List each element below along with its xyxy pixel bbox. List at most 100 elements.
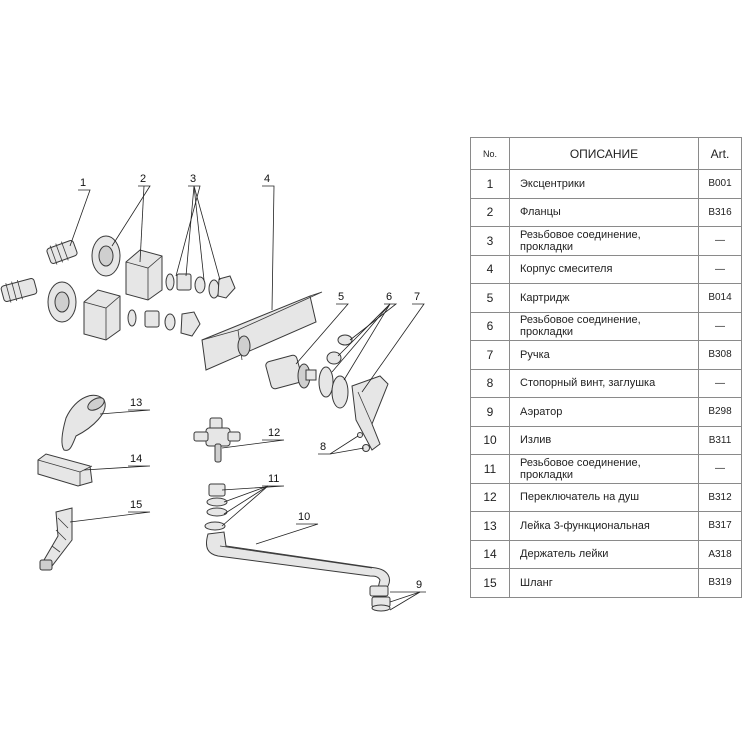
row-description: Ручка: [509, 340, 699, 370]
callout-12: 12: [268, 427, 280, 439]
row-number: 2: [470, 197, 510, 227]
row-article: —: [698, 226, 742, 256]
callout-3: 3: [190, 173, 196, 185]
row-description: Резьбовое соединение, прокладки: [509, 311, 699, 341]
row-article: B308: [698, 340, 742, 370]
callout-7: 7: [414, 291, 420, 303]
table-header-row: No. ОПИСАНИЕ Art.: [470, 137, 742, 170]
row-number: 12: [470, 482, 510, 512]
header-no: No.: [470, 137, 510, 170]
row-article: —: [698, 254, 742, 284]
row-article: B317: [698, 511, 742, 541]
row-description: Фланцы: [509, 197, 699, 227]
row-article: —: [698, 311, 742, 341]
part-shower-holder: [37, 453, 93, 487]
row-number: 4: [470, 254, 510, 284]
row-description: Резьбовое соединение, прокладки: [509, 454, 699, 484]
row-number: 15: [470, 568, 510, 598]
callout-15: 15: [130, 499, 142, 511]
part-screw: [357, 432, 370, 452]
row-number: 11: [470, 454, 510, 484]
row-description: Стопорный винт, заглушка: [509, 368, 699, 398]
row-number: 13: [470, 511, 510, 541]
row-description: Эксцентрики: [509, 169, 699, 199]
part-cartridge-nut: [318, 334, 353, 409]
row-article: B014: [698, 283, 742, 313]
row-number: 9: [470, 397, 510, 427]
part-eccentric: [0, 240, 78, 303]
row-article: B298: [698, 397, 742, 427]
row-description: Шланг: [509, 568, 699, 598]
row-number: 1: [470, 169, 510, 199]
callout-labels: 1 2 3 4 5 6 7 8 9 10 11 12 13 14 15: [80, 173, 422, 591]
part-mixer-body: [201, 291, 323, 371]
part-shower-head: [61, 395, 106, 451]
row-article: B319: [698, 568, 742, 598]
row-description: Аэратор: [509, 397, 699, 427]
callout-14: 14: [130, 453, 142, 465]
header-art: Art.: [698, 137, 742, 170]
callout-4: 4: [264, 173, 270, 185]
part-aerator: [369, 585, 391, 612]
part-square-cover: [83, 249, 163, 341]
row-description: Резьбовое соединение, прокладки: [509, 226, 699, 256]
header-description: ОПИСАНИЕ: [509, 137, 699, 170]
leader-lines: [69, 185, 426, 611]
row-article: A318: [698, 539, 742, 569]
callout-5: 5: [338, 291, 344, 303]
row-article: B312: [698, 482, 742, 512]
part-handle: [351, 375, 389, 451]
callout-13: 13: [130, 397, 142, 409]
row-number: 3: [470, 226, 510, 256]
part-shower-switch: [193, 417, 241, 463]
part-cartridge: [265, 354, 317, 390]
row-article: —: [698, 368, 742, 398]
part-threaded-connection: [127, 273, 236, 337]
row-article: B311: [698, 425, 742, 455]
callout-2: 2: [140, 173, 146, 185]
row-description: Держатель лейки: [509, 539, 699, 569]
callout-10: 10: [298, 511, 310, 523]
row-number: 14: [470, 539, 510, 569]
row-description: Излив: [509, 425, 699, 455]
callout-8: 8: [320, 441, 326, 453]
row-description: Переключатель на душ: [509, 482, 699, 512]
row-number: 10: [470, 425, 510, 455]
row-number: 7: [470, 340, 510, 370]
part-spout: [205, 531, 390, 593]
row-article: B316: [698, 197, 742, 227]
row-article: B001: [698, 169, 742, 199]
row-number: 5: [470, 283, 510, 313]
callout-11: 11: [268, 473, 279, 485]
row-number: 8: [470, 368, 510, 398]
row-number: 6: [470, 311, 510, 341]
part-spout-connection: [204, 483, 228, 531]
row-description: Картридж: [509, 283, 699, 313]
row-description: Корпус смесителя: [509, 254, 699, 284]
part-hose: [39, 507, 73, 571]
callout-6: 6: [386, 291, 392, 303]
callout-1: 1: [80, 177, 86, 189]
callout-9: 9: [416, 579, 422, 591]
row-description: Лейка 3-функциональная: [509, 511, 699, 541]
row-article: —: [698, 454, 742, 484]
part-flange: [47, 235, 121, 323]
